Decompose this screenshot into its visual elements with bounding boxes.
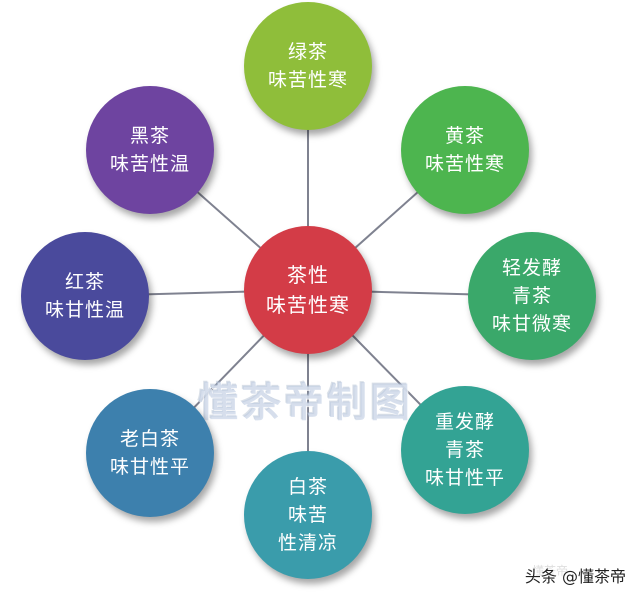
node-line: 青茶 — [511, 285, 552, 307]
node-line: 黄茶 — [444, 125, 485, 147]
node-line: 绿茶 — [287, 41, 328, 63]
node-white-tea: 白茶 味苦 性清凉 — [244, 451, 372, 579]
node-line: 黑茶 — [129, 125, 170, 147]
node-black-tea: 黑茶 味苦性温 — [86, 86, 214, 214]
node-line: 红茶 — [64, 271, 105, 293]
credit-text: 头条 @懂茶帝 — [524, 567, 626, 586]
source-credit: 头条 @懂茶帝 — [525, 563, 626, 587]
node-line: 老白茶 — [119, 428, 180, 450]
center-line: 味苦性寒 — [266, 293, 350, 317]
faint-watermark: 懂茶帝 — [532, 564, 569, 578]
node-light-oolong-tea: 轻发酵 青茶 味甘微寒 — [468, 232, 596, 360]
node-line: 味甘性温 — [44, 299, 125, 321]
node-line: 青茶 — [444, 439, 485, 461]
node-aged-white-tea: 老白茶 味甘性平 — [86, 389, 214, 517]
node-line: 味苦性寒 — [424, 153, 505, 175]
node-heavy-oolong-tea: 重发酵 青茶 味甘性平 — [401, 386, 529, 514]
node-line: 味苦性寒 — [267, 69, 348, 91]
node-green-tea: 绿茶 味苦性寒 — [244, 2, 372, 130]
node-line: 性清凉 — [277, 532, 338, 554]
node-red-tea: 红茶 味甘性温 — [21, 232, 149, 360]
node-line: 轻发酵 — [501, 257, 562, 279]
node-line: 味甘微寒 — [491, 313, 572, 335]
node-line: 味甘性平 — [109, 456, 190, 478]
node-yellow-tea: 黄茶 味苦性寒 — [401, 86, 529, 214]
node-center-tea-nature: 茶性 味苦性寒 — [244, 226, 372, 354]
node-line: 白茶 — [287, 476, 328, 498]
node-line: 味苦性温 — [109, 153, 190, 175]
node-line: 重发酵 — [434, 411, 495, 433]
node-line: 味苦 — [287, 504, 328, 526]
node-line: 味甘性平 — [424, 467, 505, 489]
center-line: 茶性 — [287, 263, 329, 287]
